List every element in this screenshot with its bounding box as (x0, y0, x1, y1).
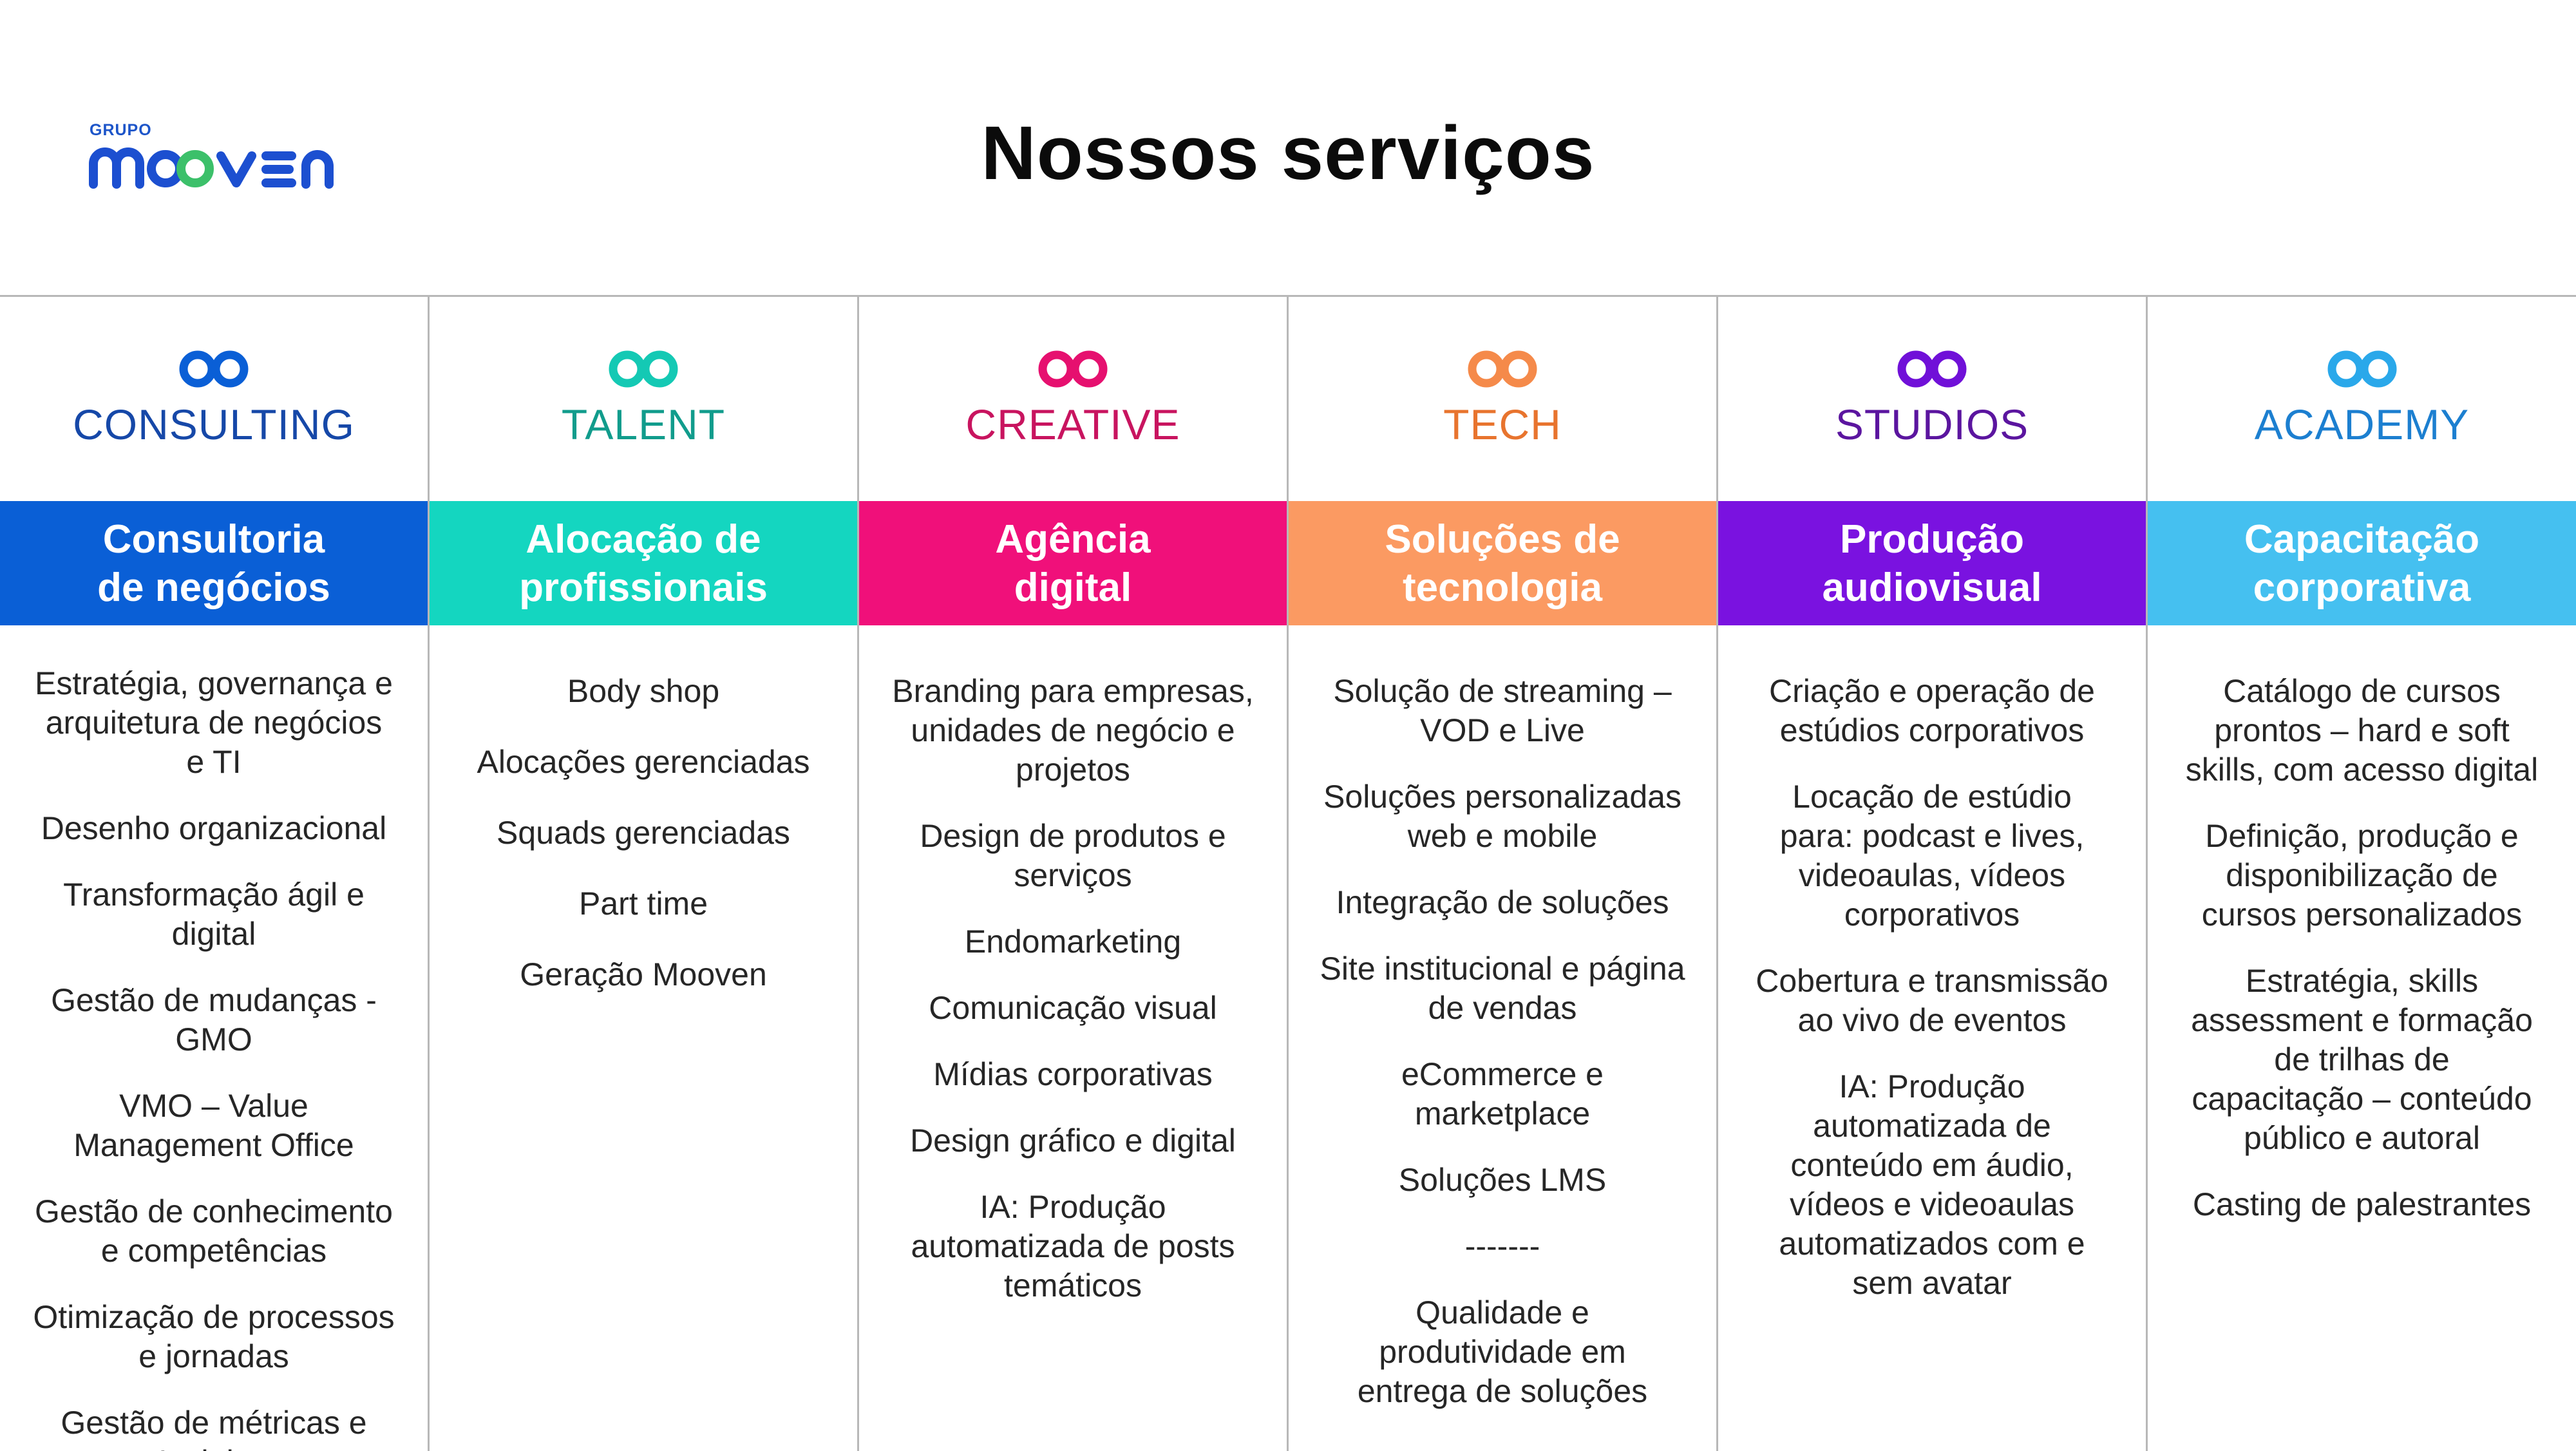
list-item: Otimização de processos e jornadas (33, 1299, 395, 1374)
list-item: Integração de soluções (1336, 884, 1669, 920)
brand-name: STUDIOS (1835, 401, 2029, 448)
category-band: Alocação de profissionais (430, 501, 857, 625)
list-item: Locação de estúdio para: podcast e lives… (1779, 779, 2085, 933)
list-item: Estratégia, skills assessment e formação… (2191, 963, 2533, 1156)
service-column-consulting: CONSULTING Consultoria de negócios Estra… (0, 297, 430, 1451)
list-item: Catálogo de cursos prontos – hard e soft… (2185, 673, 2539, 788)
category-band: Produção audiovisual (1718, 501, 2146, 625)
mooven-wordmark (89, 147, 334, 189)
infinity-icon (1468, 350, 1537, 388)
service-column-talent: TALENT Alocação de profissionais Body sh… (430, 297, 859, 1451)
list-item: Soluções LMS (1398, 1162, 1607, 1198)
band-line: profissionais (519, 565, 768, 610)
brand-header: CONSULTING (0, 297, 428, 501)
list-item: Comunicação visual (929, 990, 1217, 1026)
list-item: Design de produtos e serviços (920, 818, 1226, 893)
band-line: tecnologia (1402, 565, 1603, 610)
list-item: Solução de streaming – VOD e Live (1333, 673, 1672, 748)
category-band: Capacitação corporativa (2148, 501, 2576, 625)
band-line: Soluções de (1385, 517, 1620, 562)
infinity-icon (609, 350, 678, 388)
list-item: Estratégia, governança e arquitetura de … (35, 665, 393, 780)
list-item: Gestão de mudanças - GMO (51, 982, 377, 1057)
service-list: Solução de streaming – VOD e Live Soluçõ… (1289, 625, 1716, 1451)
list-item: Geração Mooven (520, 956, 767, 992)
infinity-icon (1897, 350, 1967, 388)
brand-name: TALENT (561, 401, 726, 448)
brand-header: ACADEMY (2148, 297, 2576, 501)
logo-grupo-label: GRUPO (90, 121, 152, 139)
band-line: Capacitação (2244, 517, 2480, 562)
service-column-academy: ACADEMY Capacitação corporativa Catálogo… (2148, 297, 2576, 1451)
list-item: IA: Produção automatizada de posts temát… (911, 1189, 1235, 1304)
service-list: Catálogo de cursos prontos – hard e soft… (2148, 625, 2576, 1451)
services-grid: CONSULTING Consultoria de negócios Estra… (0, 295, 2576, 1451)
list-item: Part time (578, 886, 708, 922)
brand-name: ACADEMY (2254, 401, 2470, 448)
mooven-logo: GRUPO (87, 121, 377, 192)
list-item: ------- (1464, 1228, 1540, 1264)
band-line: de negócios (97, 565, 330, 610)
page-title: Nossos serviços (981, 111, 1595, 196)
list-item: Desenho organizacional (41, 810, 387, 846)
list-item: Criação e operação de estúdios corporati… (1769, 673, 2095, 748)
list-item: Endomarketing (964, 924, 1182, 960)
category-band: Agência digital (859, 501, 1287, 625)
list-item: Soluções personalizadas web e mobile (1323, 779, 1681, 854)
category-band: Consultoria de negócios (0, 501, 428, 625)
list-item: Gestão de métricas e Insights (61, 1405, 367, 1451)
infinity-icon (179, 350, 249, 388)
band-line: digital (1014, 565, 1132, 610)
brand-header: TECH (1289, 297, 1716, 501)
list-item: Site institucional e página de vendas (1320, 951, 1685, 1026)
category-band: Soluções de tecnologia (1289, 501, 1716, 625)
list-item: eCommerce e marketplace (1401, 1056, 1604, 1132)
band-line: Alocação de (526, 517, 761, 562)
list-item: IA: Produção automatizada de conteúdo em… (1779, 1068, 2085, 1301)
list-item: Squads gerenciadas (497, 815, 790, 851)
list-item: Design gráfico e digital (910, 1123, 1236, 1159)
band-line: corporativa (2253, 565, 2471, 610)
service-list: Branding para empresas, unidades de negó… (859, 625, 1287, 1451)
infinity-icon (1038, 350, 1108, 388)
list-item: Branding para empresas, unidades de negó… (892, 673, 1254, 788)
service-list: Body shop Alocações gerenciadas Squads g… (430, 625, 857, 1451)
list-item: Mídias corporativas (933, 1056, 1213, 1092)
band-line: audiovisual (1822, 565, 2042, 610)
band-line: Produção (1840, 517, 2024, 562)
page-header: GRUPO Nossos (0, 0, 2576, 295)
infinity-icon (2327, 350, 2396, 388)
list-item: Alocações gerenciadas (477, 744, 810, 780)
list-item: Body shop (567, 673, 720, 709)
service-column-studios: STUDIOS Produção audiovisual Criação e o… (1718, 297, 2148, 1451)
service-column-creative: CREATIVE Agência digital Branding para e… (859, 297, 1289, 1451)
list-item: Casting de palestrantes (2192, 1186, 2532, 1222)
brand-name: TECH (1443, 401, 1562, 448)
list-item: Qualidade e produtividade em entrega de … (1357, 1295, 1648, 1409)
band-line: Agência (995, 517, 1151, 562)
list-item: Transformação ágil e digital (63, 877, 365, 952)
service-column-tech: TECH Soluções de tecnologia Solução de s… (1289, 297, 1718, 1451)
list-item: Definição, produção e disponibilização d… (2201, 818, 2523, 933)
service-list: Criação e operação de estúdios corporati… (1718, 625, 2146, 1451)
brand-header: TALENT (430, 297, 857, 501)
brand-name: CONSULTING (73, 401, 355, 448)
list-item: VMO – Value Management Office (73, 1088, 354, 1163)
brand-name: CREATIVE (965, 401, 1180, 448)
brand-header: STUDIOS (1718, 297, 2146, 501)
service-list: Estratégia, governança e arquitetura de … (0, 625, 428, 1451)
brand-header: CREATIVE (859, 297, 1287, 501)
list-item: Gestão de conhecimento e competências (35, 1193, 393, 1269)
band-line: Consultoria (102, 517, 325, 562)
list-item: Cobertura e transmissão ao vivo de event… (1756, 963, 2108, 1038)
